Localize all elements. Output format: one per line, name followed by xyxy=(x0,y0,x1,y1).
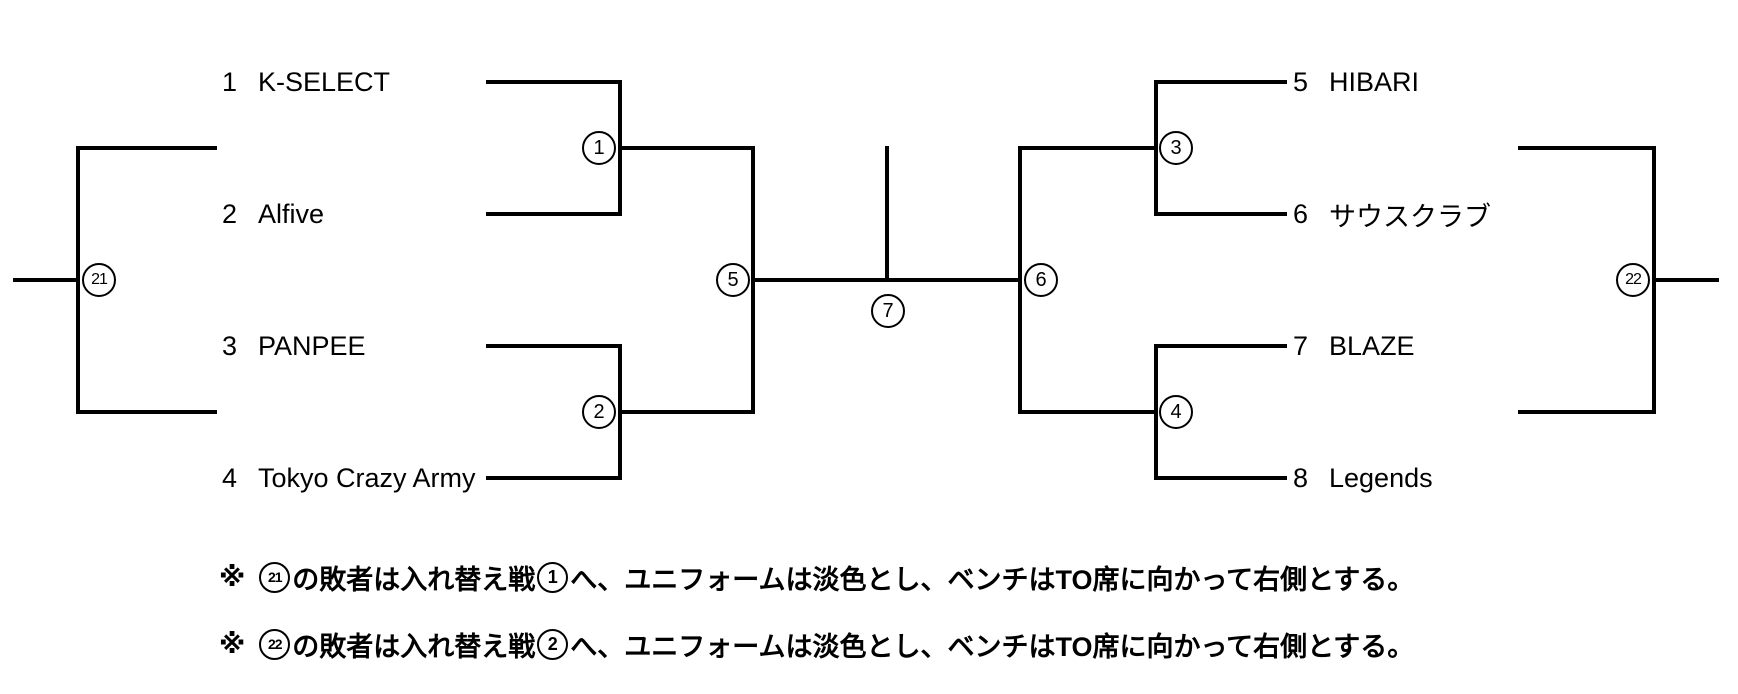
reference-mark: ※ xyxy=(219,561,246,592)
match-6-circle: 6 xyxy=(1024,263,1058,297)
team-name: サウスクラブ xyxy=(1329,201,1491,232)
bracket-line xyxy=(618,410,755,414)
bracket-line xyxy=(486,344,622,348)
match-2-ref: 2 xyxy=(537,628,569,660)
bracket-line xyxy=(1154,344,1287,348)
bracket-line xyxy=(1518,146,1656,150)
team-label-6: 6 サウスクラブ xyxy=(1293,194,1491,234)
bracket-line xyxy=(486,476,622,480)
match-1-ref: 1 xyxy=(537,561,569,593)
team-name: Legends xyxy=(1329,462,1433,493)
team-label-5: 5 HIBARI xyxy=(1293,62,1419,102)
bracket-line xyxy=(76,146,217,150)
bracket-line xyxy=(76,146,80,414)
note-text: の敗者は入れ替え戦 xyxy=(292,564,536,595)
team-seed: 2 xyxy=(222,198,238,229)
match-1-circle: 1 xyxy=(582,131,616,165)
team-name: Tokyo Crazy Army xyxy=(258,462,476,493)
note-text: の敗者は入れ替え戦 xyxy=(292,631,536,662)
note-line-2: ※ 22 の敗者は入れ替え戦 2 へ、ユニフォームは淡色とし、ベンチはTO席に向… xyxy=(219,625,1414,663)
match-3-circle: 3 xyxy=(1159,131,1193,165)
bracket-line xyxy=(751,278,1022,282)
team-name: Alfive xyxy=(258,198,325,229)
bracket-line xyxy=(1018,410,1158,414)
team-label-1: 1 K-SELECT xyxy=(222,62,390,102)
bracket-line xyxy=(1154,80,1158,216)
bracket-line xyxy=(1652,278,1719,282)
match-7-circle: 7 xyxy=(871,294,905,328)
note-text: へ、ユニフォームは淡色とし、ベンチはTO席に向かって右側とする。 xyxy=(570,631,1415,662)
match-22-circle: 22 xyxy=(1616,263,1650,297)
bracket-line xyxy=(885,146,889,280)
bracket-line xyxy=(1018,146,1022,414)
team-label-8: 8 Legends xyxy=(1293,458,1433,498)
bracket-line xyxy=(13,278,78,282)
match-22-ref: 22 xyxy=(259,628,291,660)
match-21-ref: 21 xyxy=(259,561,291,593)
match-4-circle: 4 xyxy=(1159,395,1193,429)
note-text: へ、ユニフォームは淡色とし、ベンチはTO席に向かって右側とする。 xyxy=(570,564,1415,595)
team-seed: 6 xyxy=(1293,198,1309,229)
team-label-3: 3 PANPEE xyxy=(222,326,366,366)
team-name: PANPEE xyxy=(258,330,366,361)
bracket-line xyxy=(1018,146,1158,150)
bracket-line xyxy=(76,410,217,414)
team-seed: 5 xyxy=(1293,66,1309,97)
bracket-line xyxy=(1154,212,1287,216)
team-name: BLAZE xyxy=(1329,330,1415,361)
team-label-7: 7 BLAZE xyxy=(1293,326,1415,366)
bracket-line xyxy=(486,80,622,84)
bracket-line xyxy=(1154,344,1158,480)
bracket-line xyxy=(1154,80,1287,84)
match-2-circle: 2 xyxy=(582,395,616,429)
team-seed: 1 xyxy=(222,66,238,97)
bracket-line xyxy=(1154,476,1287,480)
match-5-circle: 5 xyxy=(716,263,750,297)
team-seed: 3 xyxy=(222,330,238,361)
note-line-1: ※ 21 の敗者は入れ替え戦 1 へ、ユニフォームは淡色とし、ベンチはTO席に向… xyxy=(219,558,1414,596)
match-21-circle: 21 xyxy=(82,263,116,297)
team-label-4: 4 Tokyo Crazy Army xyxy=(222,458,476,498)
team-seed: 8 xyxy=(1293,462,1309,493)
team-seed: 4 xyxy=(222,462,238,493)
bracket-line xyxy=(486,212,622,216)
bracket-line xyxy=(1518,410,1656,414)
bracket-line xyxy=(618,146,755,150)
team-seed: 7 xyxy=(1293,330,1309,361)
team-label-2: 2 Alfive xyxy=(222,194,324,234)
reference-mark: ※ xyxy=(219,628,246,659)
team-name: K-SELECT xyxy=(258,66,391,97)
team-name: HIBARI xyxy=(1329,66,1420,97)
